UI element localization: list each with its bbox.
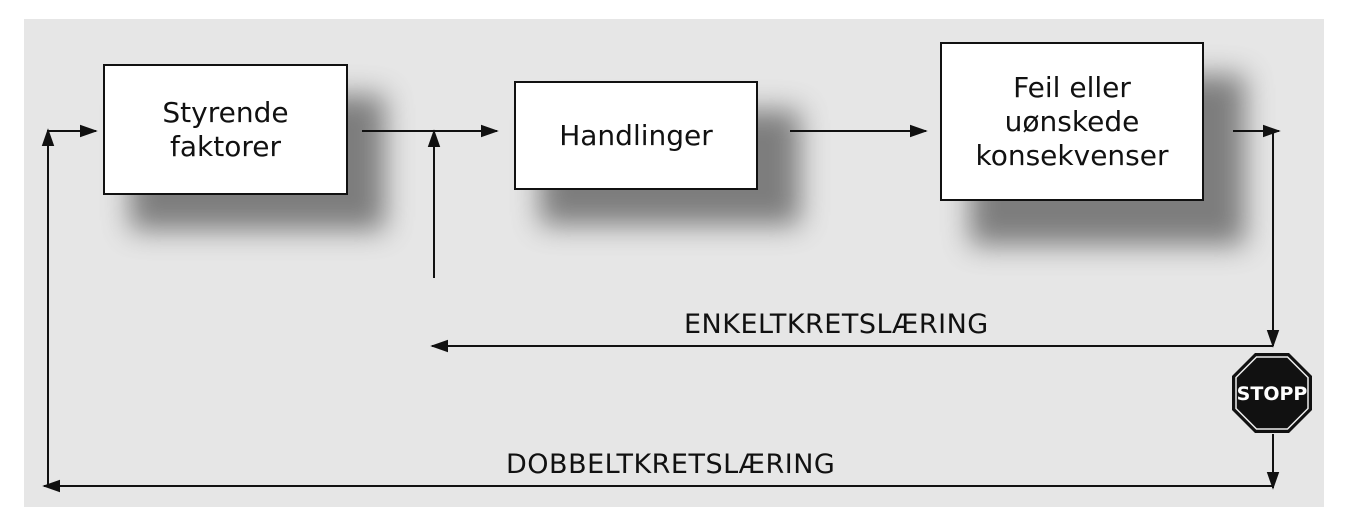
box-actions: Handlinger xyxy=(514,81,758,190)
double-loop-label: DOBBELTKRETSLÆRING xyxy=(506,449,836,480)
stop-sign-text: STOPP xyxy=(1237,383,1308,405)
box-actions-label: Handlinger xyxy=(559,118,713,152)
box-governing-factors-label: Styrende faktorer xyxy=(162,95,289,163)
stop-sign-icon: STOPP xyxy=(1232,353,1312,433)
box-errors: Feil eller uønskede konsekvenser xyxy=(940,42,1204,201)
single-loop-label: ENKELTKRETSLÆRING xyxy=(684,309,989,340)
box-governing-factors: Styrende faktorer xyxy=(103,64,348,195)
box-errors-label: Feil eller uønskede konsekvenser xyxy=(975,70,1169,172)
